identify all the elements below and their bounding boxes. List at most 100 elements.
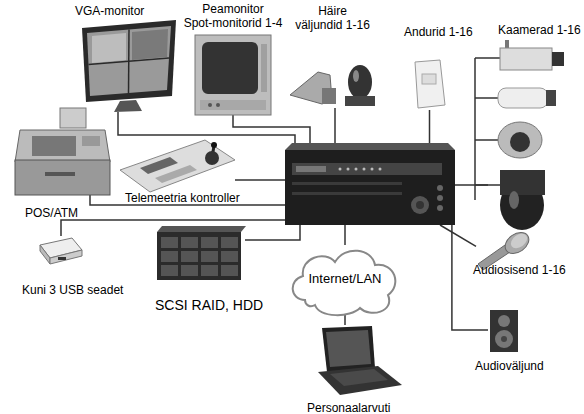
speed-dome-camera-illustration-part <box>509 191 519 209</box>
dvr-illustration-part <box>437 195 443 201</box>
dvr-illustration-part <box>285 150 455 225</box>
cable-connector <box>235 179 285 181</box>
vga-monitor-illustration-part <box>114 100 142 112</box>
alarm-beacon-illustration-part <box>353 70 359 82</box>
dvr-illustration-part <box>292 163 442 175</box>
raid-storage-illustration-part <box>201 265 218 276</box>
camera-bus-wire-part <box>475 57 500 59</box>
crt-monitor-illustration-part <box>216 103 220 107</box>
dvr-illustration-part <box>292 192 402 195</box>
device-label: Internet/LAN <box>290 271 400 287</box>
camera-bus-wire-part <box>475 97 498 99</box>
raid-storage-illustration-part <box>221 251 238 262</box>
raid-storage-illustration-part <box>161 265 178 276</box>
telemetry-keyboard-illustration <box>120 140 235 192</box>
alarm-beacon-illustration <box>345 65 375 106</box>
device-node: Telemeetria kontroller <box>120 140 235 192</box>
dvr-illustration-part <box>355 168 358 171</box>
speaker-illustration-part <box>495 330 513 348</box>
raid-storage-illustration-part <box>181 265 198 276</box>
pos-register-illustration-part <box>45 172 75 176</box>
dvr-illustration-part <box>379 168 382 171</box>
camera-bus-wire <box>475 58 500 200</box>
cable-connector <box>245 225 300 240</box>
raid-storage-illustration-part <box>201 251 218 262</box>
device-label: POS/ATM <box>25 206 105 220</box>
alarm-horn-illustration <box>290 72 336 104</box>
crt-monitor-illustration-part <box>195 35 271 115</box>
usb-device-illustration <box>40 238 82 264</box>
alarm-beacon-illustration-part <box>345 96 375 106</box>
speaker-illustration-part <box>501 336 507 342</box>
raid-storage-illustration <box>157 226 246 280</box>
telemetry-keyboard-illustration-part <box>120 140 235 192</box>
raid-storage-illustration-part <box>181 237 198 248</box>
device-label: Peamonitor <box>175 2 291 16</box>
sensor-illustration <box>415 60 445 108</box>
device-node: VGA-monitor <box>78 20 178 112</box>
crt-monitor-illustration-part <box>202 42 258 94</box>
dvr-illustration-part <box>347 168 350 171</box>
raid-storage-illustration-part <box>221 237 238 248</box>
speaker-illustration-part <box>498 315 510 327</box>
device-node: Kuni 3 USB seadet <box>40 236 84 264</box>
vga-monitor-illustration-part <box>92 33 126 63</box>
speed-dome-camera-illustration <box>500 170 545 230</box>
device-label: VGA-monitor <box>75 4 185 18</box>
device-node: Häire väljundid 1-16 <box>290 58 375 108</box>
dvr-illustration-part <box>411 196 429 214</box>
dvr-illustration-part <box>363 168 366 171</box>
crt-monitor-illustration-part <box>208 103 212 107</box>
device-node <box>285 150 455 225</box>
telemetry-keyboard-illustration-part <box>211 142 217 148</box>
camera-bus-wire-part <box>475 184 500 186</box>
pos-register-illustration-part <box>82 136 100 146</box>
device-label: Personaalarvuti <box>307 401 407 414</box>
microphone-illustration-part <box>508 231 530 251</box>
vga-monitor-illustration <box>82 20 176 112</box>
laptop-illustration-part <box>318 366 402 395</box>
device-node: PeamonitorSpot-monitorid 1-4 <box>195 35 271 115</box>
device-node: SCSI RAID, HDD <box>155 226 245 282</box>
dvr-illustration-part <box>437 185 443 191</box>
device-label: Kaamerad 1-16 <box>498 23 584 37</box>
bullet-camera-illustration-part <box>546 90 556 106</box>
laptop-illustration-part <box>330 369 388 386</box>
usb-device-illustration-part <box>40 245 50 264</box>
pos-register-illustration-part <box>32 136 76 156</box>
pos-register-illustration-part <box>15 130 110 162</box>
pos-register-illustration-part <box>15 160 110 195</box>
speaker-illustration-part <box>490 310 518 352</box>
sensor-illustration-part <box>415 60 445 108</box>
dome-camera-illustration-part <box>498 122 542 158</box>
box-camera-illustration-part <box>552 52 564 66</box>
device-label: Andurid 1-16 <box>404 25 484 39</box>
alarm-horn-illustration-part <box>322 88 336 104</box>
telemetry-keyboard-illustration-part <box>155 165 197 183</box>
box-camera-illustration-part <box>500 48 552 70</box>
pos-register-illustration-part <box>60 108 86 128</box>
device-label: Audioväljund <box>475 359 565 373</box>
usb-device-illustration-part <box>58 257 66 260</box>
device-node: Audioväljund <box>488 308 520 354</box>
device-label: Kuni 3 USB seadet <box>22 283 142 297</box>
box-camera-illustration <box>500 40 564 70</box>
device-label: Spot-monitorid 1-4 <box>175 16 291 30</box>
device-label: SCSI RAID, HDD <box>155 297 285 314</box>
camera-bus-wire-part <box>474 58 476 200</box>
pos-register-illustration <box>15 108 110 195</box>
cable-connector <box>452 225 488 330</box>
bullet-camera-illustration-part <box>498 88 548 108</box>
laptop-illustration <box>318 326 402 395</box>
camera-bus-wire-part <box>475 139 498 141</box>
raid-storage-illustration-part <box>221 265 238 276</box>
dome-camera-illustration <box>498 122 542 158</box>
crt-monitor-illustration-part <box>200 100 266 110</box>
raid-storage-illustration-part <box>181 251 198 262</box>
device-label: Häire väljundid 1-16 <box>294 4 371 32</box>
microphone-illustration-part <box>501 228 533 258</box>
dvr-illustration-part <box>437 205 443 211</box>
device-node: Andurid 1-16 <box>412 58 447 110</box>
crt-monitor-illustration <box>195 35 271 115</box>
laptop-illustration-part <box>326 330 371 367</box>
